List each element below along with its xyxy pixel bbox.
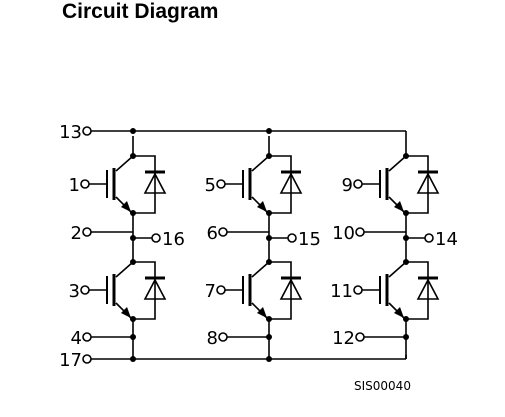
pin-label-10: 10 [332, 223, 355, 244]
drawing-code: SIS00040 [354, 379, 411, 393]
pin-label-14: 14 [435, 229, 458, 250]
pin-label-4: 4 [71, 328, 82, 349]
igbt-5 [223, 134, 303, 218]
pin-label-7: 7 [205, 281, 216, 302]
page-title: Circuit Diagram [62, 0, 219, 23]
pin-label-1: 1 [69, 175, 80, 196]
igbt-1 [87, 134, 167, 218]
pin-label-12: 12 [332, 328, 355, 349]
pin-label-8: 8 [207, 328, 218, 349]
pin-label-6: 6 [207, 223, 218, 244]
pin-label-16: 16 [162, 229, 185, 250]
pin-label-11: 11 [330, 281, 353, 302]
pin-label-13: 13 [59, 122, 82, 143]
pin-label-17: 17 [59, 350, 82, 371]
igbt-9 [360, 134, 440, 218]
pin-label-3: 3 [69, 281, 80, 302]
igbt-11 [360, 240, 440, 324]
igbt-3 [87, 240, 167, 324]
pin-label-15: 15 [298, 229, 321, 250]
igbt-7 [223, 240, 303, 324]
pin-label-2: 2 [71, 223, 82, 244]
pin-label-9: 9 [342, 175, 353, 196]
pin-label-5: 5 [205, 175, 216, 196]
